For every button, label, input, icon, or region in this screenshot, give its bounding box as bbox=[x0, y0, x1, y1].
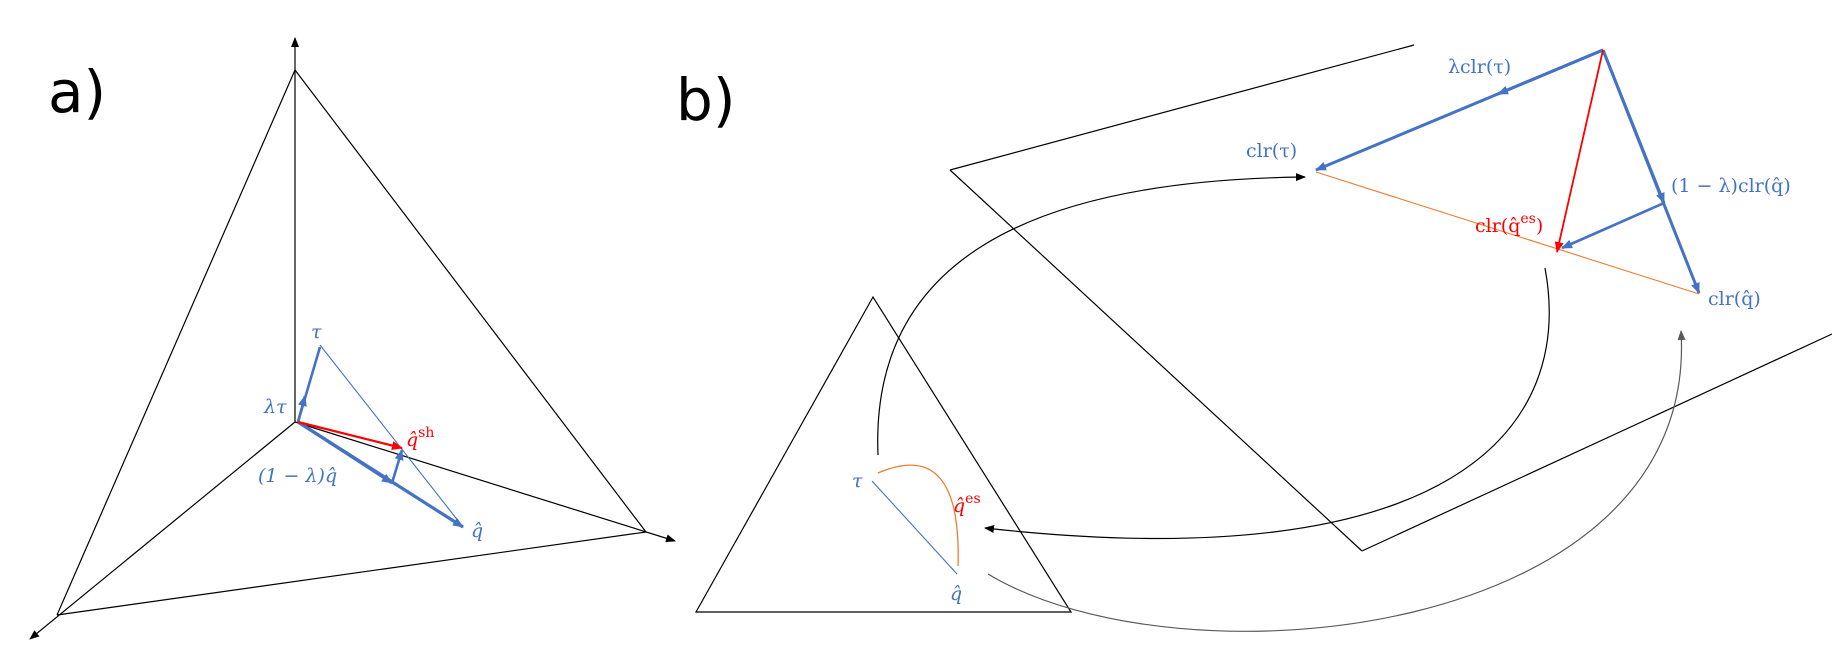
panel-a-label: a) bbox=[48, 58, 106, 126]
simplex-edge-top-left bbox=[56, 69, 296, 616]
panel-a-axes bbox=[29, 37, 676, 640]
clr-segment bbox=[1315, 171, 1700, 295]
simplex-edge-bottom bbox=[56, 531, 647, 616]
panel-b-label: b) bbox=[676, 66, 735, 134]
lambda-tau-arrow bbox=[296, 395, 307, 423]
lambda-clr-tau-midarrow bbox=[1497, 48, 1604, 96]
label-clr-q: clr(q̂) bbox=[1708, 288, 1761, 310]
x-axis bbox=[29, 421, 296, 640]
label-qhat-es: q̂es bbox=[953, 491, 981, 517]
clr-q-es-close: ) bbox=[1536, 215, 1543, 237]
simplex-edge-top-right bbox=[294, 69, 647, 533]
label-lambda-tau: λτ bbox=[263, 396, 287, 418]
one-minus-lambda-clr-q-vector bbox=[1601, 49, 1666, 204]
clr-plane bbox=[949, 44, 1832, 552]
clr-vectors bbox=[1315, 48, 1701, 295]
tau-qhat-small-segment bbox=[871, 480, 958, 575]
label-tau-b: τ bbox=[852, 470, 863, 492]
exp-geodesic-arc bbox=[877, 464, 959, 567]
label-one-minus-lambda-clr-q: (1 − λ)clr(q̂) bbox=[1671, 175, 1791, 197]
panel-a-simplex bbox=[56, 69, 647, 616]
sh-superscript: sh bbox=[418, 425, 434, 441]
y-axis bbox=[294, 421, 676, 543]
qhat-clr-mapping-arrow bbox=[987, 330, 1686, 632]
qhat-sh-base: q̂ bbox=[406, 429, 418, 451]
small-simplex bbox=[694, 295, 1073, 613]
label-clr-q-es: clr(q̂es) bbox=[1475, 211, 1543, 237]
mapping-arrows bbox=[877, 173, 1686, 632]
panel-a-vectors bbox=[296, 344, 464, 529]
clr-q-es-base: clr(q̂ bbox=[1475, 215, 1520, 237]
tau-qhat-segment bbox=[319, 344, 464, 528]
clr-mapping-arrow bbox=[877, 173, 1306, 456]
qhat-es-base: q̂ bbox=[953, 495, 965, 517]
one-minus-lambda-qhat-vector bbox=[297, 420, 393, 485]
panel-a-labels: τ λτ (1 − λ)q̂ q̂ q̂sh bbox=[258, 321, 483, 542]
plane-top-edge bbox=[949, 44, 1415, 171]
es-superscript-small: es bbox=[965, 491, 980, 507]
clr-q-es-vector bbox=[1554, 49, 1604, 253]
lambda-clr-tau-shifted-vector bbox=[1561, 201, 1665, 250]
clr-labels: λclr(τ) clr(τ) (1 − λ)clr(q̂) clr(q̂) cl… bbox=[1246, 56, 1791, 310]
inverse-clr-mapping-arrow bbox=[984, 267, 1550, 540]
lambda-tau-shifted-vector bbox=[390, 449, 404, 484]
small-simplex-contents: τ q̂ q̂es bbox=[852, 464, 981, 605]
label-lambda-clr-tau: λclr(τ) bbox=[1448, 56, 1511, 78]
plane-bottom-edge bbox=[1361, 333, 1832, 552]
plane-left-edge bbox=[949, 169, 1363, 552]
label-tau-a: τ bbox=[311, 321, 322, 343]
es-superscript-clr: es bbox=[1520, 211, 1535, 227]
label-qhat-a: q̂ bbox=[471, 520, 483, 542]
label-qhat-sh: q̂sh bbox=[406, 425, 434, 451]
label-clr-tau: clr(τ) bbox=[1246, 140, 1297, 162]
label-qhat-b: q̂ bbox=[950, 583, 962, 605]
panel-b-simplex bbox=[694, 295, 1073, 613]
label-one-minus-lambda-qhat: (1 − λ)q̂ bbox=[258, 465, 337, 487]
q-sh-vector bbox=[297, 420, 403, 450]
